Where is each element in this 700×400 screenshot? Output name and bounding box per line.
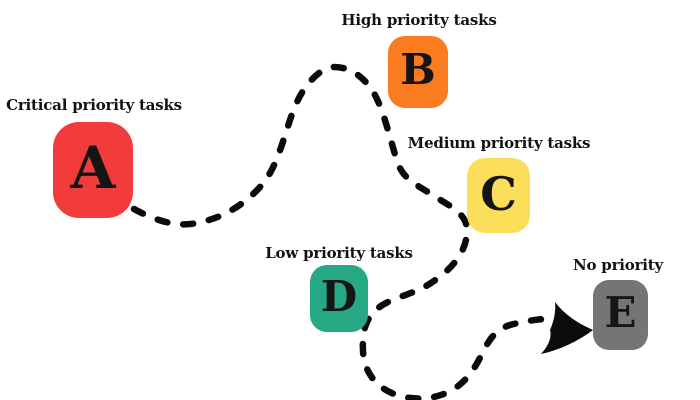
node-e-box: E: [593, 280, 648, 350]
node-c-letter: C: [480, 166, 517, 221]
node-b-box: B: [388, 36, 448, 108]
node-b-label: High priority tasks: [341, 11, 497, 29]
node-e-letter: E: [604, 288, 637, 337]
route-arrowhead-icon: [541, 302, 593, 354]
node-d-box: D: [310, 265, 368, 332]
node-a-box: A: [53, 122, 133, 218]
route-dashed-path: [130, 63, 548, 400]
node-a-letter: A: [70, 134, 116, 202]
node-d-label: Low priority tasks: [265, 244, 413, 262]
node-c-box: C: [467, 158, 530, 233]
node-c-label: Medium priority tasks: [407, 134, 591, 152]
node-a-label: Critical priority tasks: [6, 96, 182, 114]
node-d-letter: D: [320, 271, 358, 321]
node-e-label: No priority: [572, 256, 664, 274]
node-b-letter: B: [400, 45, 436, 94]
